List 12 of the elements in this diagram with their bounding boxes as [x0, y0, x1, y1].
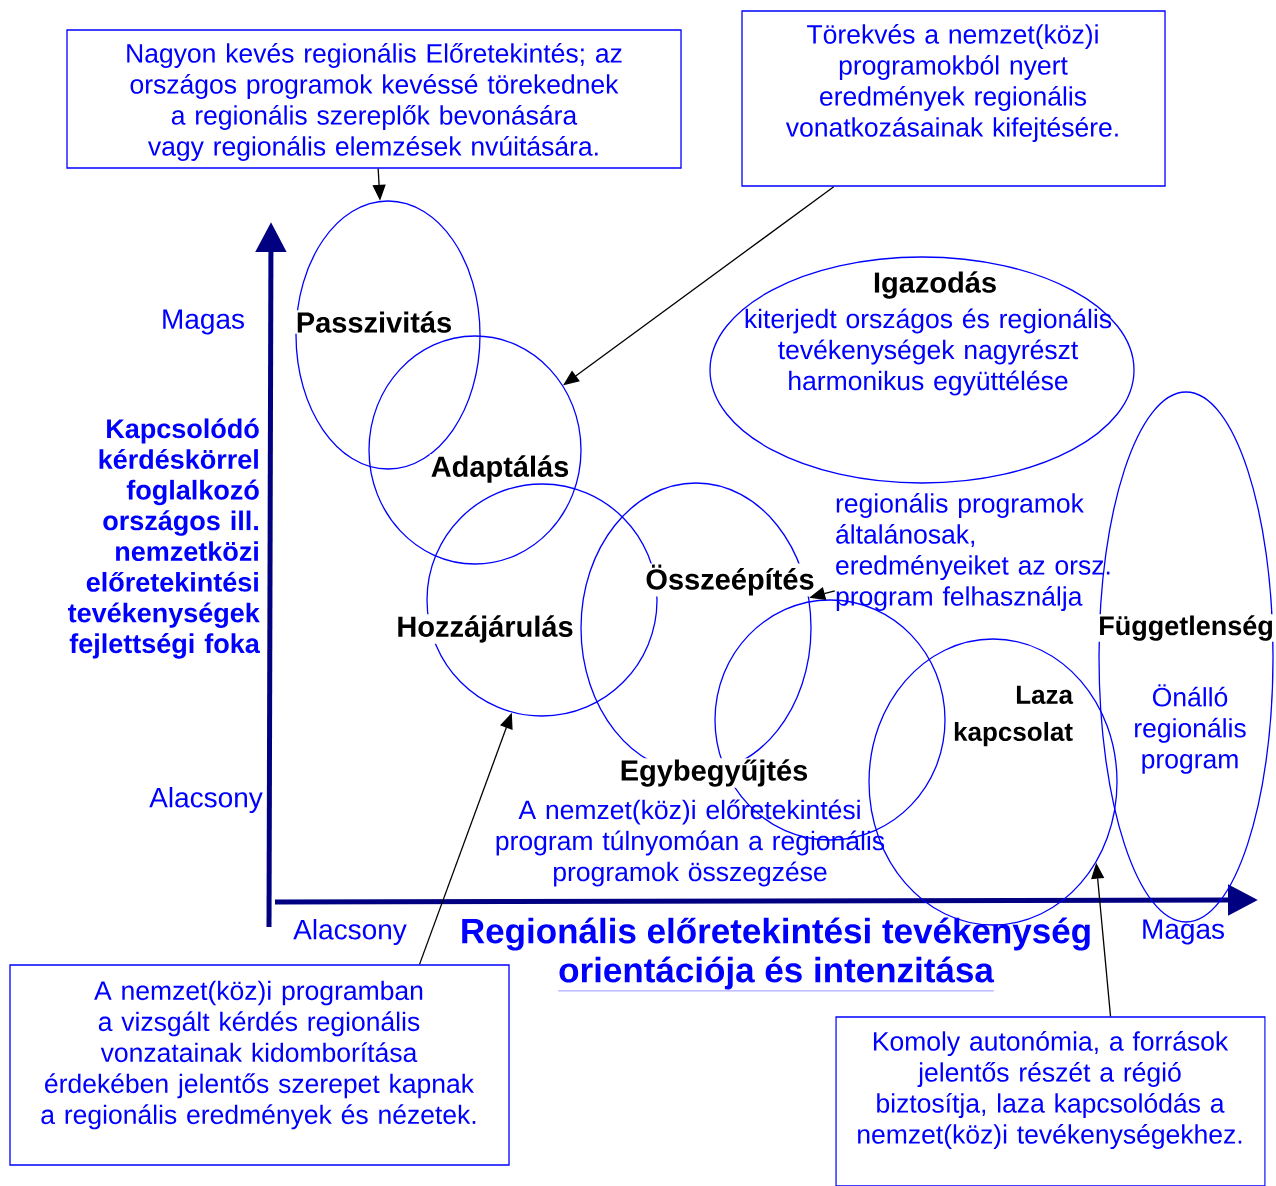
axis-title: orientációja és intenzitása — [557, 956, 995, 992]
ellipse-region: Adaptálás — [368, 335, 582, 565]
axis-label: Magas — [163, 309, 244, 335]
callout-box: Komoly autonómia, a források jelentős részét a régió biztosítja, laza kapcsolódás a nemzet(köz)i tevékenységekhez. — [835, 1016, 1266, 1186]
axis-title: Kapcsolódó kérdéskörrel foglalkozó országos ill. nemzetközi előretekintési tevékenységek fejlettségi foka — [68, 418, 260, 659]
callout-box: A nemzet(köz)i programban a vizsgált kérdés regionális vonzatainak kidomborítása érdekében jelentős szerepet kapnak a regionális eredmények és nézetek. — [9, 964, 510, 1166]
callout-box: Törekvés a nemzet(köz)i programokból nyert eredmények regionális vonatkozásainak kifejtésére. — [741, 10, 1166, 187]
axis-label: Alacsony — [293, 918, 407, 946]
ellipse-region: Igazodás kiterjedt országos és regionális tevékenységek nagyrészt harmonikus együttélése — [709, 256, 1135, 484]
axis-label: Alacsony — [149, 786, 263, 814]
axis-label: Magas — [1143, 919, 1224, 945]
callout-box: Nagyon kevés regionális Előretekintés; az országos programok kevéssé törekednek a regionális szereplők bevonására vagy regionális elemzések nvúitására. — [66, 29, 682, 169]
